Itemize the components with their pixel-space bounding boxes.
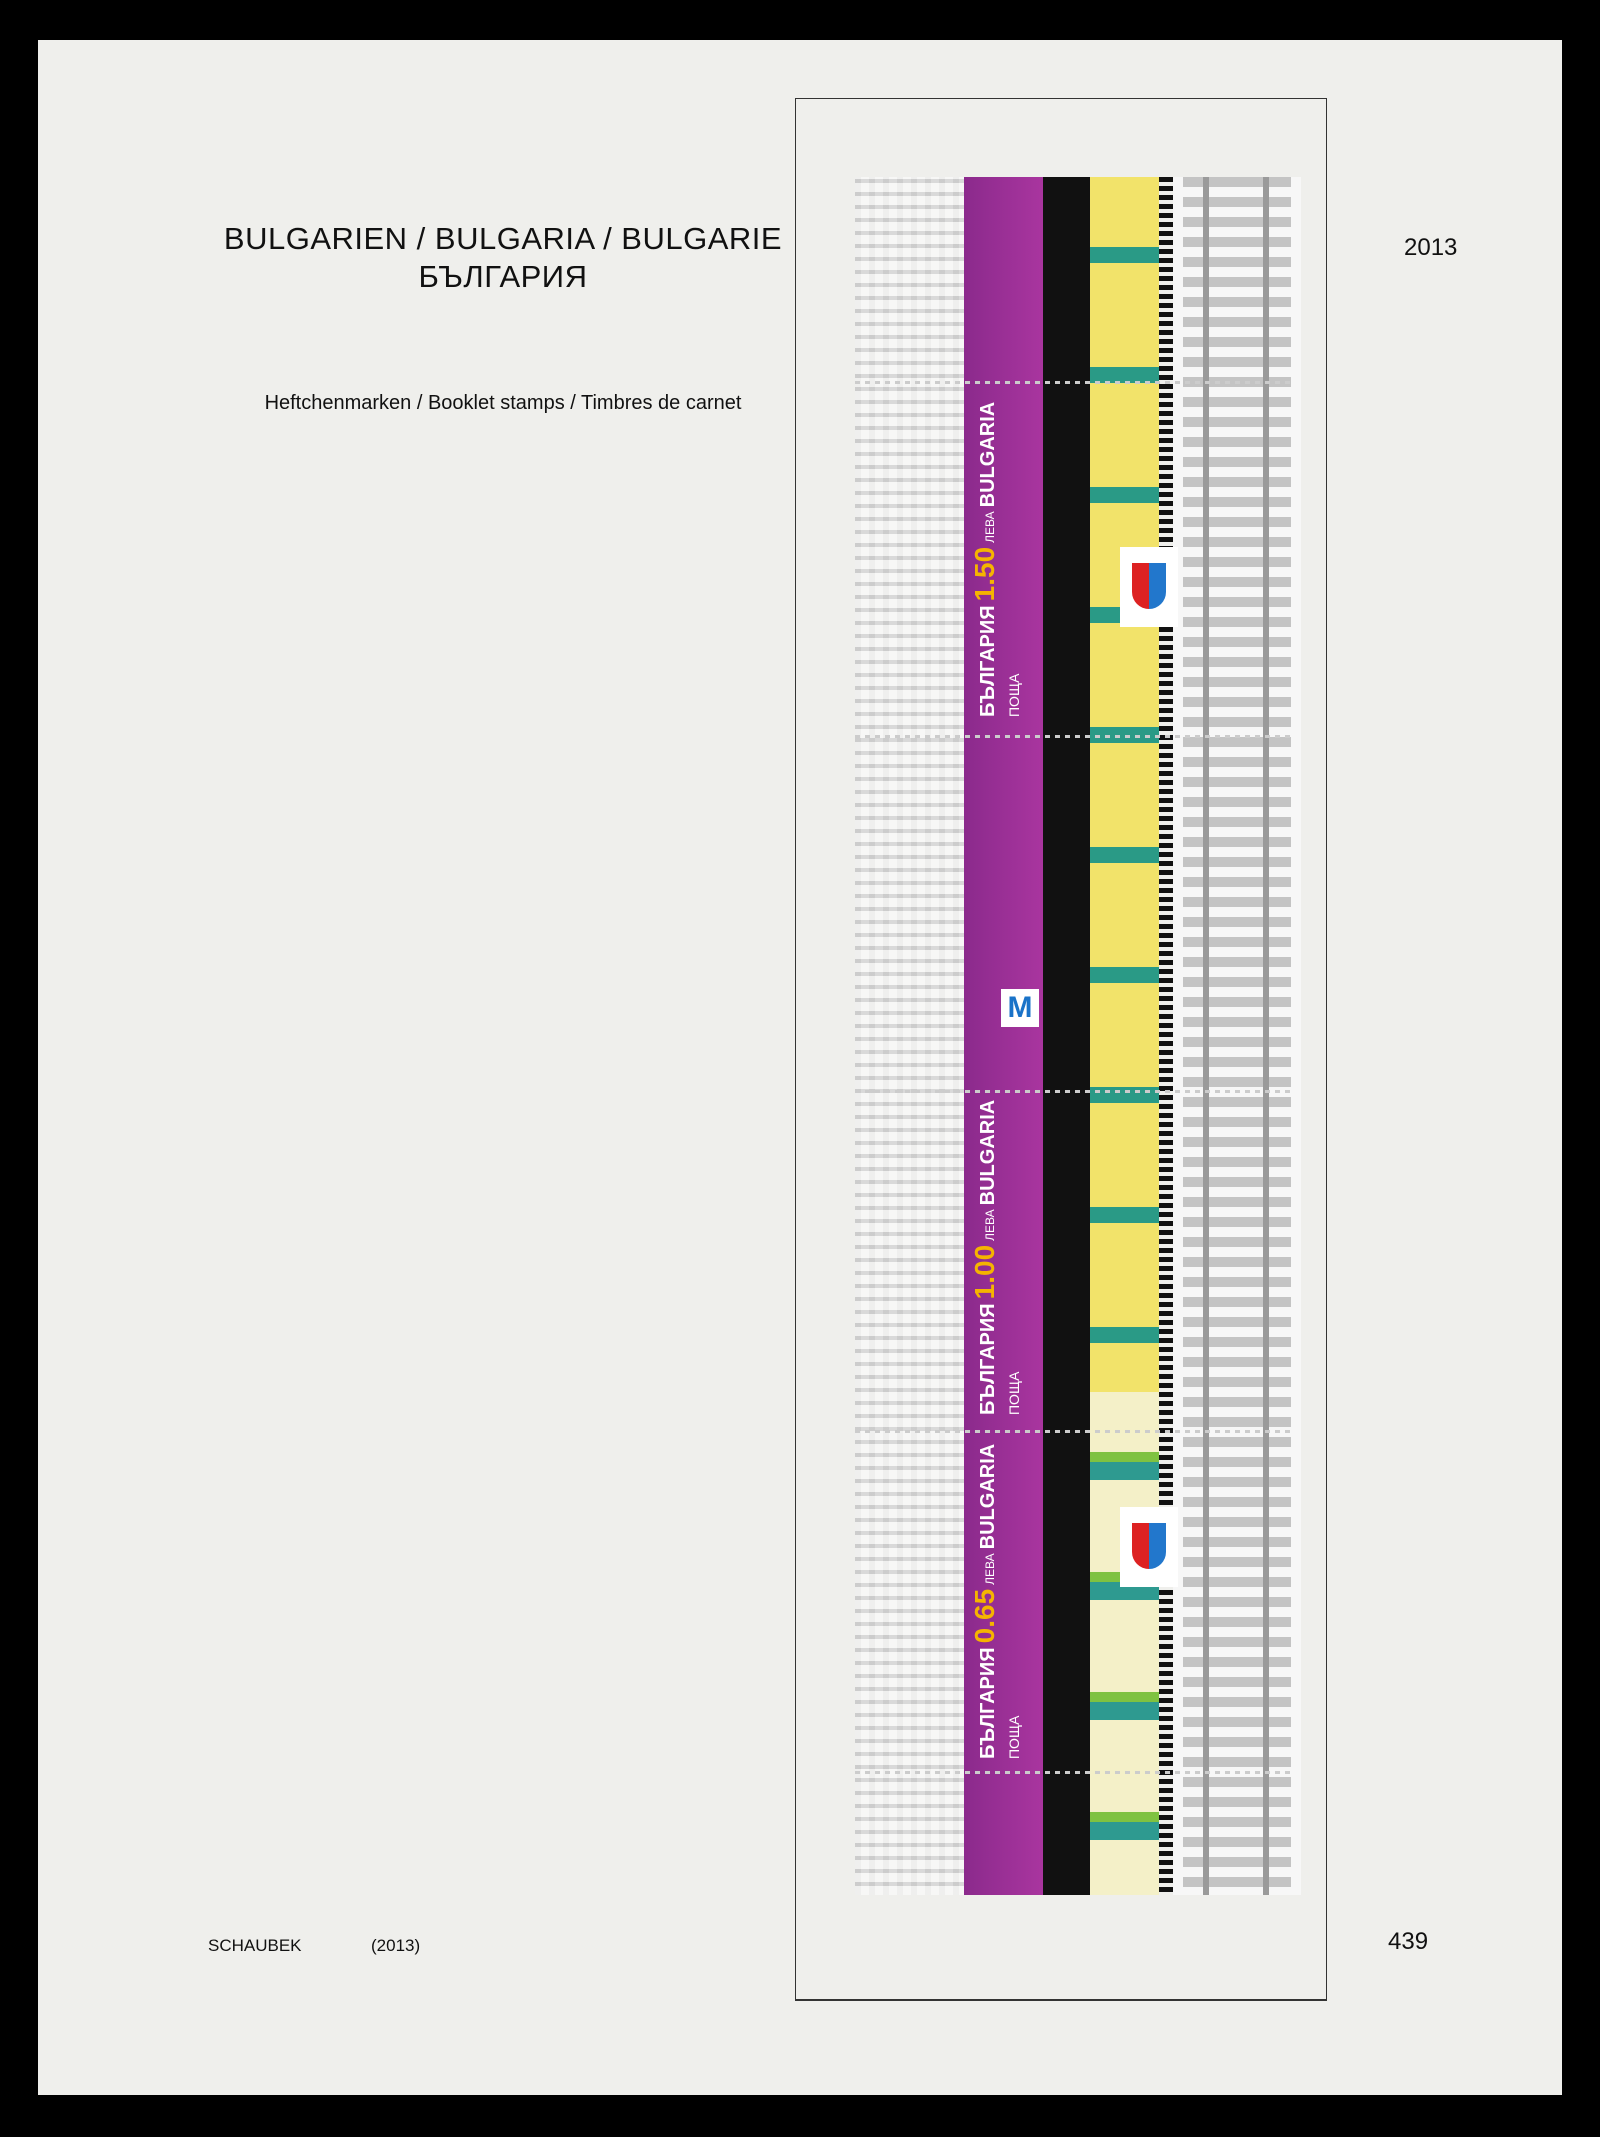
title-cyrillic: БЪЛГАРИЯ: [418, 259, 588, 294]
stamp-mount-frame: [795, 98, 1327, 2001]
green-train: [1090, 1392, 1159, 1895]
rail-tracks: [1173, 177, 1301, 1895]
stamp-value: 1.00: [969, 1244, 1000, 1300]
title-multilingual: BULGARIEN / BULGARIA / BULGARIE: [223, 221, 783, 256]
page-number: 439: [1388, 1928, 1429, 1955]
stamp-main-line: БЪЛГАРИЯ 1.50 ЛЕВА BULGARIA: [969, 402, 1001, 717]
stamp-country-bg: БЪЛГАРИЯ: [977, 1647, 999, 1759]
stamp-country-bg: БЪЛГАРИЯ: [977, 1303, 999, 1415]
perforation-line: [855, 1430, 1295, 1433]
booklet-stamp-strip: M БЪЛГАРИЯ1.50ЛЕВАBULGARIA ПОЩА БЪЛГАРИЯ…: [855, 177, 1318, 1895]
stamp-country: BULGARIA: [977, 1443, 999, 1550]
stamp-country: BULGARIA: [977, 1099, 999, 1206]
stamp-currency: ЛЕВА: [983, 1553, 997, 1585]
stamp-currency: ЛЕВА: [983, 1209, 997, 1241]
perforation: [1159, 177, 1173, 1895]
stamp-posta: ПОЩА: [1006, 673, 1022, 717]
rail: [1203, 177, 1209, 1895]
map-margin: [855, 177, 964, 1895]
rail-ties: [1183, 177, 1291, 1895]
stamp-country-bg: БЪЛГАРИЯ: [977, 605, 999, 717]
stamp-1-50: БЪЛГАРИЯ 1.50 ЛЕВА BULGARIA ПОЩА: [969, 402, 1025, 717]
stamp-country: BULGARIA: [977, 401, 999, 508]
perforation-line: [855, 1090, 1295, 1093]
perforation-line: [855, 735, 1295, 738]
album-page: BULGARIEN / BULGARIA / BULGARIE БЪЛГАРИЯ…: [38, 40, 1562, 2095]
edition-year: (2013): [371, 1936, 421, 1955]
stamp-posta: ПОЩА: [1006, 1371, 1022, 1415]
stamp-value: 0.65: [969, 1588, 1000, 1644]
stamp-main-line: БЪЛГАРИЯ 0.65 ЛЕВА BULGARIA: [969, 1444, 1001, 1759]
page-title: BULGARIEN / BULGARIA / BULGARIE БЪЛГАРИЯ: [198, 220, 808, 296]
stamp-posta: ПОЩА: [1006, 1715, 1022, 1759]
stamp-1-00: БЪЛГАРИЯ 1.00 ЛЕВА BULGARIA ПОЩА: [969, 1100, 1025, 1415]
stamp-currency: ЛЕВА: [983, 511, 997, 543]
publisher-name: SCHAUBEK: [208, 1936, 302, 1955]
perforation-line: [855, 381, 1295, 384]
magenta-band: [964, 177, 1043, 1895]
coat-of-arms-label: [1120, 547, 1178, 627]
page-subtitle: Heftchenmarken / Booklet stamps / Timbre…: [264, 392, 742, 414]
dark-band: [1043, 177, 1090, 1895]
stamp-value: 1.50: [969, 546, 1000, 602]
rail: [1263, 177, 1269, 1895]
page-year: 2013: [1404, 234, 1458, 261]
stamp-main-line: БЪЛГАРИЯ 1.00 ЛЕВА BULGARIA: [969, 1100, 1001, 1415]
stamp-0-65: БЪЛГАРИЯ 0.65 ЛЕВА BULGARIA ПОЩА: [969, 1444, 1025, 1759]
metro-logo: M: [1001, 989, 1039, 1027]
coat-of-arms-label: [1120, 1507, 1178, 1587]
perforation-line: [855, 1771, 1295, 1774]
